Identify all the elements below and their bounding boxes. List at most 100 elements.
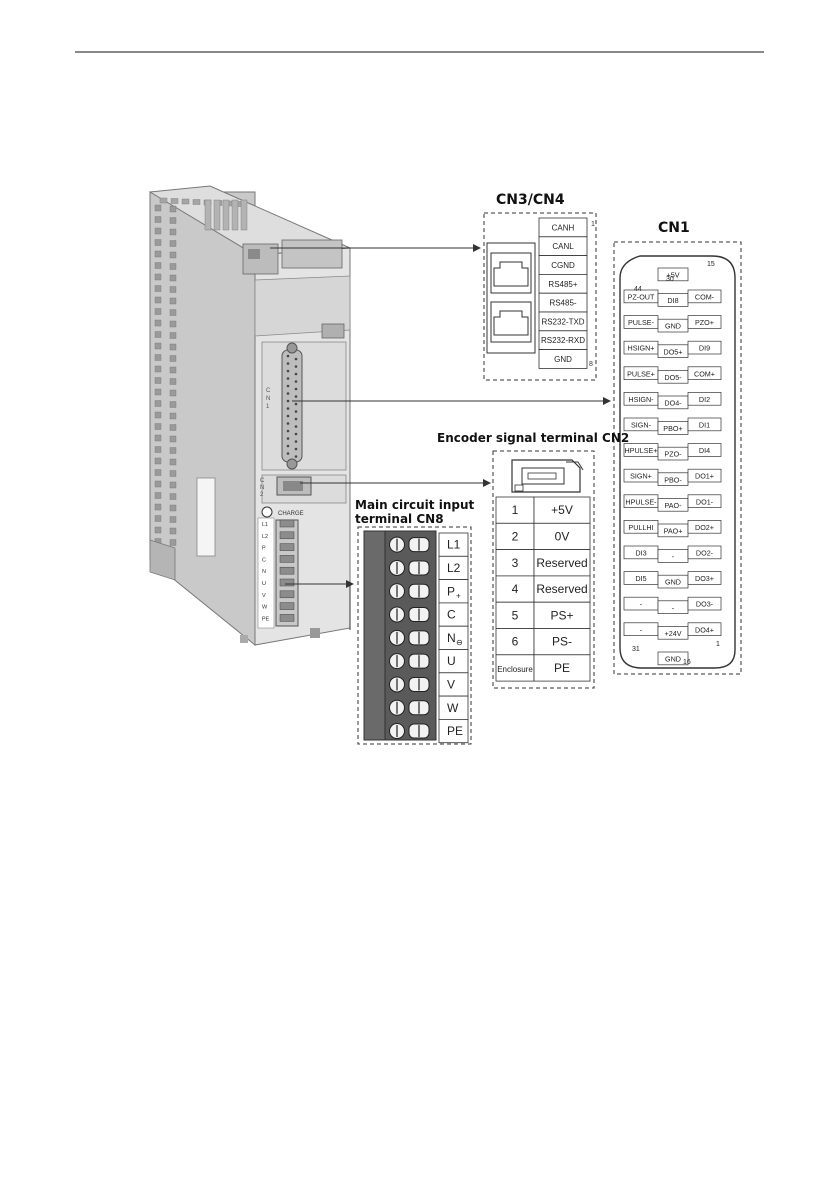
cn2-signal-cell <box>533 654 591 682</box>
cn2-signal-label: PS- <box>552 635 572 649</box>
cn1-left-label: DI3 <box>635 549 646 558</box>
cn2-signal-cell <box>533 549 591 577</box>
cn1-mid-label: PZO- <box>664 450 682 459</box>
drive-terminal-label: P <box>262 546 266 552</box>
cn1-left-label: PZ-OUT <box>628 293 655 302</box>
cn2-pin-cell <box>495 654 535 682</box>
charge-icon <box>261 506 273 518</box>
cn1-mid-label: GND <box>665 322 681 331</box>
cn1-right-cell <box>687 596 722 611</box>
cn34-pin-label: CGND <box>551 261 575 270</box>
cn34-pin-label: RS232-RXD <box>541 336 585 345</box>
cn1-right-label: DO1+ <box>695 472 714 481</box>
cn1-right-cell <box>687 494 722 508</box>
cn1-right-label: DO2+ <box>695 523 714 532</box>
cn1-left-label: DI5 <box>635 574 646 583</box>
cn8-p-subscript: + <box>456 591 461 600</box>
cn2-pin-cell <box>495 549 535 577</box>
cn1-pin-number: 1 <box>716 641 720 648</box>
cn1-left-label: - <box>640 625 643 634</box>
cn1-right-label: DI9 <box>699 344 710 353</box>
cn8-label-cell <box>438 719 469 744</box>
cn8-n-subscript: ⊖ <box>456 638 463 647</box>
cn8-title-line2: terminal CN8 <box>355 512 444 526</box>
drive-terminal-label: U <box>262 581 266 587</box>
cn2-signal-cell <box>533 522 591 550</box>
drive-terminal-label: V <box>262 593 266 599</box>
cn3-cn4-frame <box>483 212 597 381</box>
cn8-terminal-label: N <box>447 631 456 645</box>
cn1-pin-number: 31 <box>632 646 640 653</box>
drive-terminal-slot <box>279 590 295 599</box>
cn1-right-cell <box>687 545 722 560</box>
drive-terminal-label: L1 <box>262 522 268 528</box>
cn1-panel: CN1 PZ-OUTPULSE-HSIGN+PULSE+HSIGN-SIGN-H… <box>613 220 742 675</box>
cn1-right-cell <box>687 571 722 585</box>
cn2-signal-label: PE <box>554 661 570 675</box>
cn3-cn4-panel: CN3/CN4 CANHCANLCGNDRS485+RS485-RS232-TX… <box>483 192 597 381</box>
cn1-port-pins <box>286 354 298 458</box>
cn1-right-label: DI2 <box>699 395 710 404</box>
cn3-cn4-title: CN3/CN4 <box>496 192 565 208</box>
cn1-right-cell <box>687 315 722 329</box>
cn2-frame <box>492 450 595 689</box>
cn2-signal-cell <box>533 601 591 629</box>
cn1-right-label: COM- <box>695 293 715 302</box>
cn8-screw-slots <box>389 536 430 740</box>
cn2-pin-label: Enclosure <box>497 665 533 674</box>
cn1-pin-number: 15 <box>707 261 715 268</box>
cn1-left-label: HPULSE+ <box>625 446 658 455</box>
cn1-mid-label: GND <box>665 655 681 664</box>
svg-text:C: C <box>260 478 265 484</box>
cn2-pin-cell <box>495 601 535 629</box>
cn4-jack <box>490 301 532 343</box>
drive-terminal-slot <box>279 602 295 610</box>
cn2-pin-label: 4 <box>512 582 519 596</box>
cn1-mid-label: +24V <box>665 629 682 638</box>
drive-terminal-slot <box>279 566 295 575</box>
cn2-signal-cell <box>533 496 591 524</box>
cn8-terminal-label: L1 <box>447 538 461 552</box>
cn34-pin-label: RS485- <box>549 299 576 308</box>
cn1-right-cell <box>687 340 722 355</box>
cn1-left-label: SIGN- <box>631 421 652 430</box>
cn8-terminal-label: U <box>447 654 456 668</box>
cn1-connector-outline <box>619 255 736 669</box>
cn1-mid-cell <box>657 267 689 282</box>
cn1-mid-label: PAO- <box>664 501 682 510</box>
cn2-pin-label: 6 <box>512 635 519 649</box>
cn8-terminal-label: V <box>447 677 455 691</box>
cn1-mid-label: - <box>672 603 675 612</box>
cn34-pin-label: RS232-TXD <box>541 317 584 326</box>
cn1-left-label: HSIGN- <box>628 395 654 404</box>
cn8-terminal-label: C <box>447 608 456 622</box>
cn1-pin-number: 30 <box>666 276 674 283</box>
cn1-right-cell <box>687 392 722 406</box>
cn1-mid-cell <box>657 651 689 666</box>
cn1-title: CN1 <box>658 220 690 236</box>
cn1-right-cell <box>687 289 722 304</box>
cn1-right-label: PZO+ <box>695 318 714 327</box>
cn8-frame <box>357 526 472 745</box>
cn1-left-label: PULSE- <box>628 318 655 327</box>
cn34-pin-cell <box>538 349 588 369</box>
cn34-pin-label: RS485+ <box>548 280 577 289</box>
cn34-pin-first: 1 <box>591 221 595 228</box>
svg-text:N: N <box>266 396 270 402</box>
cn1-left-label: HPULSE- <box>625 497 657 506</box>
svg-text:2: 2 <box>260 492 264 498</box>
cn1-right-label: COM+ <box>694 369 715 378</box>
cn34-pin-label: GND <box>554 355 572 364</box>
cn1-mid-label: DI8 <box>667 296 678 305</box>
drive-terminal-slot <box>279 519 295 528</box>
cn1-right-cell <box>687 417 722 432</box>
cn1-left-label: HSIGN+ <box>628 344 655 353</box>
cn1-side-text: C <box>266 388 271 394</box>
cn2-signal-cell <box>533 575 591 603</box>
svg-text:N: N <box>260 485 264 491</box>
cn8-terminal-label: L2 <box>447 561 461 575</box>
